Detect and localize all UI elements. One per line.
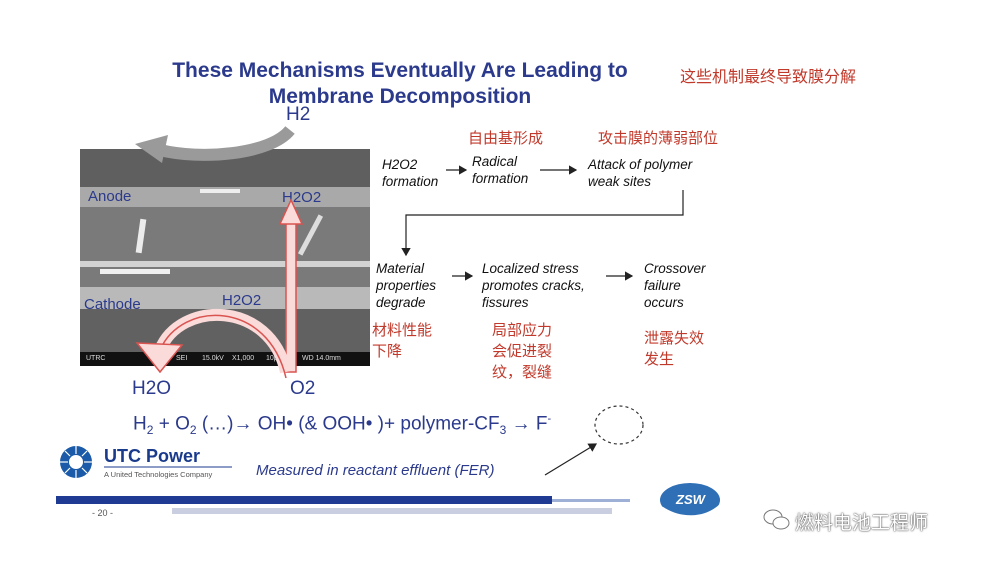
utc-logo-icon	[60, 446, 92, 478]
slide-title: These Mechanisms Eventually Are Leading …	[120, 58, 680, 110]
flow-step-attack-polymer: Attack of polymer weak sites	[588, 156, 692, 190]
flow-step-radical-formation: Radical formation	[472, 153, 528, 187]
utc-logo-name: UTC Power	[104, 446, 201, 466]
o2-up-arrowhead	[278, 198, 304, 225]
slide-title-line1: These Mechanisms Eventually Are Leading …	[172, 59, 628, 82]
h2-crossover-arrow	[158, 125, 295, 161]
step4-line1: Material	[376, 261, 425, 276]
h2o2-cathode-text: H2O2	[222, 292, 262, 309]
fluoride-dashed-circle	[594, 405, 644, 445]
step6-cn2: 发生	[644, 350, 675, 368]
slide-title-cn: 这些机制最终导致膜分解	[680, 67, 857, 86]
step2-line2: formation	[472, 171, 529, 186]
o2-up-arrow-shaft	[285, 221, 297, 373]
h2-arrowhead	[135, 135, 168, 163]
fer-note: Measured in reactant effluent (FER)	[256, 462, 495, 479]
scalebar-org: UTRC	[86, 355, 106, 362]
step5-line2: promotes cracks,	[482, 278, 585, 293]
h2o-red-curve-arrow	[154, 308, 292, 374]
eq-fluoride: F	[535, 413, 548, 435]
eq-o: + O	[153, 413, 190, 435]
footer-bar-grey	[172, 508, 612, 514]
scalebar-wd: WD 14.0mm	[302, 355, 341, 362]
scalebar-scale: 10μm	[266, 355, 284, 362]
h2o-bottom-label: H2O	[132, 378, 171, 400]
step1-line1: H2O2	[382, 157, 418, 172]
eq-h: H	[133, 413, 147, 435]
svg-text:ZSW: ZSW	[675, 492, 707, 507]
h2o2-label-cathode: H2O2	[222, 292, 261, 309]
step5-cn1: 局部应力	[492, 321, 553, 339]
eq-o-sub: 2	[189, 423, 197, 438]
scalebar-mode: SEI	[176, 355, 188, 362]
step5-line1: Localized stress	[482, 261, 579, 276]
page-number: - 20 -	[92, 508, 114, 518]
wechat-icon	[763, 509, 790, 530]
flow-step-h2o2-formation: H2O2 formation	[382, 156, 438, 190]
step5-line3: fissures	[482, 295, 529, 310]
cathode-label: Cathode	[84, 296, 141, 313]
step2-cn: 自由基形成	[468, 129, 544, 147]
step6-cn1: 泄露失效	[644, 329, 705, 347]
scalebar-mag: X1,000	[232, 355, 255, 362]
fer-pointer-arrow	[544, 443, 598, 476]
o2-bottom-label: O2	[290, 378, 315, 400]
h2o-red-arrowhead	[135, 342, 184, 374]
slide-title-line2: Membrane Decomposition	[268, 85, 532, 108]
footer-bar-light	[552, 499, 630, 502]
h2-top-label: H2	[286, 104, 310, 126]
step3-line1: Attack of polymer	[588, 157, 693, 172]
eq-fluoride-sup: -	[547, 413, 552, 425]
eq-rest: (…)→ OH• (& OOH• )+ polymer-CF	[196, 413, 500, 435]
o2-bottom-text: O2	[290, 378, 316, 399]
step5-cn2: 会促进裂	[492, 342, 553, 360]
flow-step-material-degrade: Material properties degrade	[376, 260, 436, 311]
step4-cn1: 材料性能	[372, 321, 433, 339]
flow-connector	[401, 190, 684, 257]
utc-logo-sub: A United Technologies Company	[104, 470, 213, 479]
step5-cn3: 纹，裂缝	[492, 363, 553, 381]
sem-micrograph: Anode Cathode H2O2 H2O2 UTRC SEI 15.0kV …	[80, 149, 370, 366]
flow-step-crossover-failure: Crossover failure occurs	[644, 260, 706, 311]
step6-line1: Crossover	[644, 261, 706, 276]
scalebar-kv: 15.0kV	[202, 355, 224, 362]
eq-arrow: →	[506, 413, 536, 435]
step5-cn: 局部应力 会促进裂 纹，裂缝	[492, 320, 552, 383]
anode-label: Anode	[88, 188, 132, 205]
step3-line2: weak sites	[588, 174, 652, 189]
step6-line3: occurs	[644, 295, 684, 310]
reaction-equation: H2 + O2 (…)→ OH• (& OOH• )+ polymer-CF3 …	[133, 413, 551, 437]
flow-step-localized-stress: Localized stress promotes cracks, fissur…	[482, 260, 585, 311]
footer-bar-dark	[56, 496, 552, 504]
step4-line2: properties	[376, 278, 437, 293]
step2-line1: Radical	[472, 154, 518, 169]
zsw-logo-icon: ZSW	[660, 483, 721, 519]
step6-line2: failure	[644, 278, 681, 293]
watermark-text: 燃料电池工程师	[795, 512, 929, 534]
step4-line3: degrade	[376, 295, 426, 310]
h2o-bottom-text: H2O	[132, 378, 172, 399]
eq-cf-sub: 3	[499, 423, 507, 438]
step1-line2: formation	[382, 174, 439, 189]
step4-cn: 材料性能 下降	[372, 320, 432, 362]
step6-cn: 泄露失效 发生	[644, 328, 704, 370]
step4-cn2: 下降	[372, 342, 403, 360]
h2-top-text: H2	[286, 104, 311, 125]
eq-h-sub: 2	[146, 423, 154, 438]
step3-cn: 攻击膜的薄弱部位	[598, 129, 719, 147]
